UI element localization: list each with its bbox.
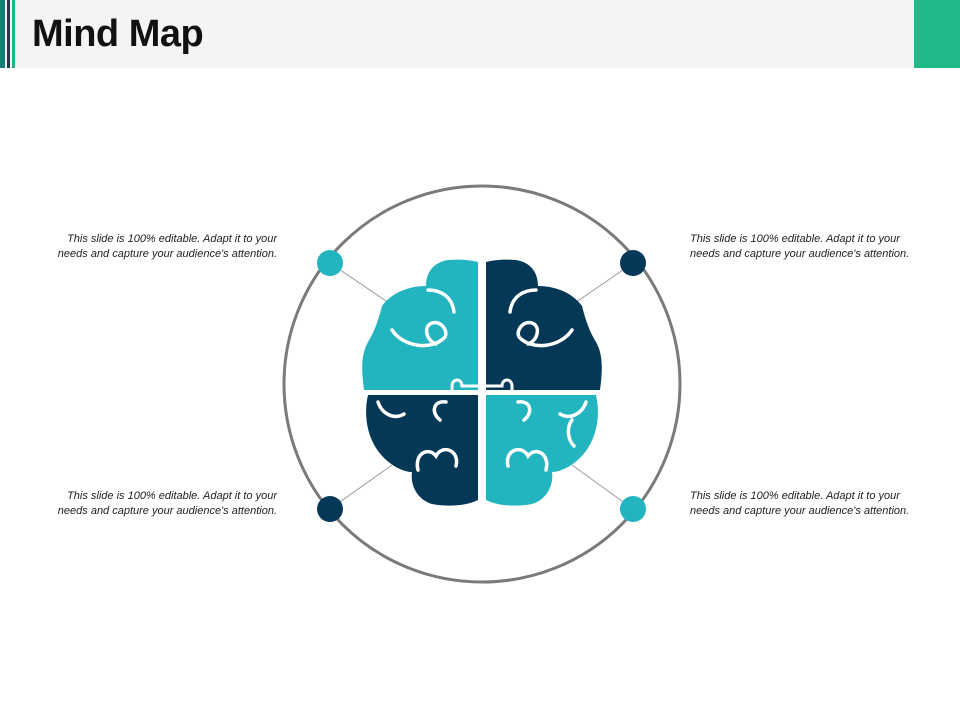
brain-fold <box>516 400 532 422</box>
caption-top-left: This slide is 100% editable. Adapt it to… <box>57 233 277 260</box>
brain-fold <box>376 400 406 419</box>
brain-fold <box>426 288 456 314</box>
brain-fold <box>505 447 549 472</box>
brain-fold <box>558 400 588 419</box>
caption-bottom-left: This slide is 100% editable. Adapt it to… <box>57 490 277 517</box>
node-dot-top-right <box>620 250 646 276</box>
brain-fold <box>432 400 448 422</box>
node-dot-top-left <box>317 250 343 276</box>
header-accent <box>914 0 960 68</box>
caption-top-right: This slide is 100% editable. Adapt it to… <box>690 233 910 260</box>
brain-lobe-top-right <box>486 259 602 390</box>
header-stripe <box>12 0 15 68</box>
header-bar: Mind Map <box>0 0 960 68</box>
brain-fold <box>516 320 574 348</box>
brain-icon <box>362 259 602 506</box>
page-title: Mind Map <box>32 13 204 55</box>
node-dot-bottom-right <box>620 496 646 522</box>
header-stripe <box>7 0 10 68</box>
outer-ring <box>282 184 682 584</box>
brain-fold <box>508 288 538 314</box>
caption-bottom-right: This slide is 100% editable. Adapt it to… <box>690 490 910 517</box>
brain-fold <box>415 447 459 472</box>
brain-lobe-bottom-left <box>366 395 478 506</box>
brain-fold <box>390 320 448 348</box>
node-dot-bottom-left <box>317 496 343 522</box>
brain-lobe-top-left <box>362 259 478 390</box>
brain-puzzle-joint <box>450 378 514 395</box>
header-stripe <box>0 0 5 68</box>
brain-fold <box>566 418 576 448</box>
